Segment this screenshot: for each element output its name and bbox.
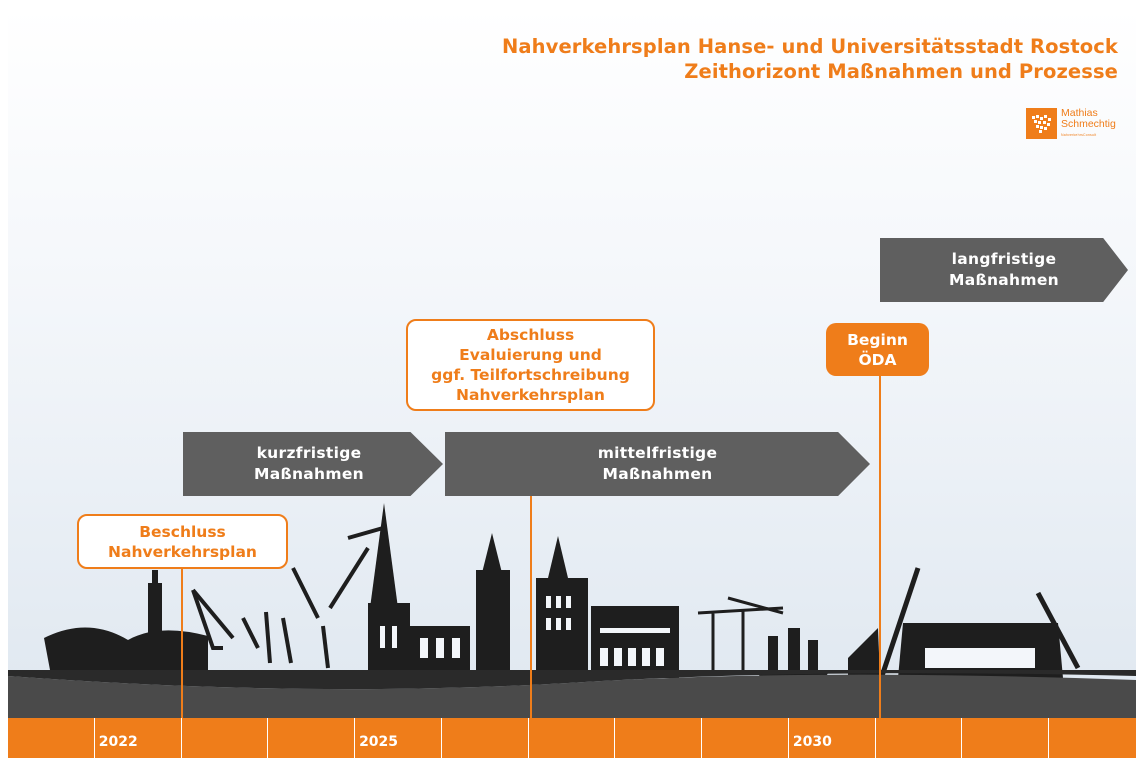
harbor-cranes-silhouette <box>191 526 384 669</box>
milestone-label-line: ggf. Teilfortschreibung <box>431 366 630 384</box>
rostock-skyline-illustration <box>8 503 1136 718</box>
logo-mark-icon <box>1026 108 1057 139</box>
arrow-medium-term-measures: mittelfristige Maßnahmen <box>445 432 870 496</box>
arrow-label-line: langfristige <box>951 250 1057 268</box>
logo-name-line-1: Mathias <box>1061 107 1098 119</box>
stadium-silhouette <box>44 627 208 670</box>
milestone-label-line: Beginn <box>847 330 908 349</box>
timeline-cell <box>1049 718 1136 758</box>
container-crane-silhouette <box>697 596 784 673</box>
timeline-cell <box>615 718 703 758</box>
milestone-line-beschluss <box>181 568 183 718</box>
milestone-label-line: ÖDA <box>858 350 897 369</box>
timeline-cell <box>702 718 789 758</box>
arrow-label-line: kurzfristige <box>256 444 362 462</box>
arrow-long-term-measures: langfristige Maßnahmen <box>880 238 1128 302</box>
milestone-label-line: Abschluss <box>486 326 575 344</box>
arrow-short-term-measures: kurzfristige Maßnahmen <box>183 432 443 496</box>
timeline-cell <box>8 718 95 758</box>
tower-left-silhouette <box>148 583 162 653</box>
timeline-infographic: Nahverkehrsplan Hanse- und Universitätss… <box>8 8 1136 758</box>
milestone-label-line: Nahverkehrsplan <box>108 542 257 561</box>
logo-name-line-2: Schmechtig <box>1061 118 1116 130</box>
ground-silhouette <box>8 674 1136 718</box>
logo-subtitle: NahverkehrsConsult <box>1061 133 1097 137</box>
timeline-cell-2025: 2025 <box>355 718 442 758</box>
church-spire-silhouette <box>370 503 398 608</box>
title-line-2: Zeithorizont Maßnahmen und Prozesse <box>684 60 1118 83</box>
timeline-cell <box>442 718 529 758</box>
page-title: Nahverkehrsplan Hanse- und Universitätss… <box>502 34 1118 84</box>
milestone-label-line: Beschluss <box>139 522 226 541</box>
year-timeline-bar: 2022 2025 2030 <box>8 718 1136 758</box>
arrow-label-line: Maßnahmen <box>254 465 364 483</box>
timeline-cell <box>529 718 616 758</box>
milestone-box-abschluss: Abschluss Evaluierung und ggf. Teilforts… <box>406 319 655 411</box>
tall-building-silhouette <box>536 578 588 678</box>
milestone-box-beginn: Beginn ÖDA <box>826 323 929 376</box>
arrow-label-line: mittelfristige <box>597 444 718 462</box>
milestone-box-beschluss: Beschluss Nahverkehrsplan <box>77 514 288 569</box>
timeline-cell-2022: 2022 <box>95 718 182 758</box>
arrow-label-line: Maßnahmen <box>949 271 1059 289</box>
timeline-cell-2030: 2030 <box>789 718 876 758</box>
milestone-label-line: Evaluierung und <box>459 346 602 364</box>
town-hall-silhouette <box>591 606 679 678</box>
company-logo: Mathias Schmechtig NahverkehrsConsult <box>1026 108 1116 139</box>
timeline-cell <box>268 718 356 758</box>
church-tower-silhouette <box>476 570 510 678</box>
title-line-1: Nahverkehrsplan Hanse- und Universitätss… <box>501 35 1118 58</box>
timeline-cell <box>182 718 269 758</box>
milestone-line-abschluss <box>530 486 532 718</box>
timeline-cell <box>876 718 963 758</box>
milestone-line-beginn <box>879 374 881 718</box>
timeline-cell <box>962 718 1050 758</box>
arrow-label-line: Maßnahmen <box>602 465 713 483</box>
milestone-label-line: Nahverkehrsplan <box>456 386 605 404</box>
